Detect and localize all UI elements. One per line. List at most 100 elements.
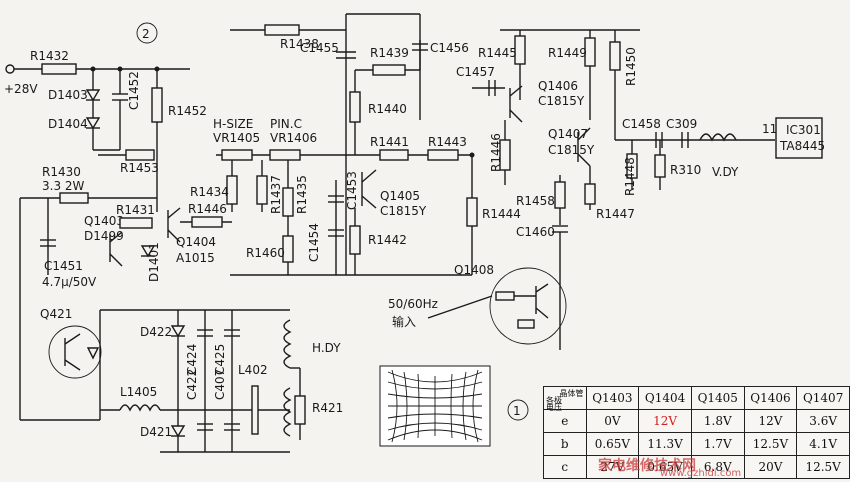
resistor-R1446-mid xyxy=(499,139,511,171)
resistor-R1447 xyxy=(584,183,596,205)
label-C1460: C1460 xyxy=(516,225,555,239)
label-C1454: C1454 xyxy=(307,223,321,262)
resistor-R310 xyxy=(654,154,666,178)
magnified-Q1408 xyxy=(489,267,567,345)
label-D1403: D1403 xyxy=(48,88,88,102)
label-R1446-mid: R1446 xyxy=(489,133,503,172)
label-C1457: C1457 xyxy=(456,65,495,79)
label-Q1408: Q1408 xyxy=(454,263,494,277)
label-R1443: R1443 xyxy=(428,135,467,149)
resistor-R1435 xyxy=(282,187,294,217)
table-cell: 27V xyxy=(585,455,640,479)
resistor-R1432 xyxy=(41,63,77,75)
label-R1453: R1453 xyxy=(120,161,159,175)
label-R1448: R1448 xyxy=(623,157,637,196)
label-C1458: C1458 xyxy=(622,117,661,131)
label-R1439: R1439 xyxy=(370,46,409,60)
resistor-R1444 xyxy=(466,197,478,227)
label-R1445: R1445 xyxy=(478,46,517,60)
label-H-SIZE: H-SIZE xyxy=(213,117,253,131)
figure-number-1-text: 1 xyxy=(513,404,521,418)
resistor-R421 xyxy=(294,395,306,425)
table-cell: 12V xyxy=(743,409,798,433)
resistor-R1442 xyxy=(349,225,361,255)
label-R1444: R1444 xyxy=(482,207,521,221)
label-C424: C424 xyxy=(185,344,199,375)
resistor-R1445 xyxy=(514,35,526,65)
label-C422: C422 xyxy=(185,369,199,400)
label-R1442: R1442 xyxy=(368,233,407,247)
resistor-R1449 xyxy=(584,37,596,67)
label-pin-11: 11 xyxy=(762,122,777,136)
potentiometer-VR1406 xyxy=(269,149,301,161)
table-cell: 12.5V xyxy=(796,455,850,479)
transistor-Q421 xyxy=(48,325,102,379)
table-cell: 20V xyxy=(743,455,798,479)
transistor-Q1405 xyxy=(361,169,377,209)
diode-D422 xyxy=(170,325,186,338)
label-R1447: R1447 xyxy=(596,207,635,221)
figure-number-1 xyxy=(507,399,529,421)
transistor-voltage-table: 晶体管 各极 电压 Q1403 Q1404 Q1405 Q1406 Q1407 … xyxy=(543,386,850,479)
transistor-Q1407 xyxy=(577,127,591,167)
label-Q1403: Q1403 xyxy=(84,214,124,228)
label-input: 输入 xyxy=(392,314,416,329)
table-cell: 1.7V xyxy=(690,432,745,456)
resistor-R1458 xyxy=(554,181,566,209)
label-Q1405: Q1405 xyxy=(380,189,420,203)
transistor-Q1404 xyxy=(167,207,181,243)
table-cell: 1.8V xyxy=(690,409,745,433)
watermark-text: 家电维修技术网 xyxy=(598,458,696,474)
column-header: Q1404 xyxy=(638,386,692,410)
table-row: b 0.65V 11.3V 1.7V 12.5V 4.1V xyxy=(543,432,850,456)
inductor-L1405 xyxy=(119,404,161,412)
label-Q1406-type: C1815Y xyxy=(538,94,585,108)
resistor-R1450 xyxy=(609,41,621,71)
label-R1430-value: 3.3 2W xyxy=(42,179,85,193)
table-cell: 0.65V xyxy=(585,432,640,456)
ic-IC301 xyxy=(775,117,823,159)
watermark-url: www.gzhidi.com xyxy=(660,468,742,479)
label-L1405: L1405 xyxy=(120,385,157,399)
resistor-R1443 xyxy=(427,149,459,161)
label-V-DY: V.DY xyxy=(712,165,739,179)
label-Q1407-type: C1815Y xyxy=(548,143,595,157)
supply-terminal xyxy=(5,64,15,74)
label-D1401: D1401 xyxy=(147,242,161,282)
label-R310: R310 xyxy=(670,163,701,177)
label-R1450: R1450 xyxy=(624,47,638,86)
label-R1441: R1441 xyxy=(370,135,409,149)
resistor-R1434 xyxy=(226,175,238,205)
label-PIN-C: PIN.C xyxy=(270,117,302,131)
corner-label-electrode: 各极 xyxy=(546,396,562,405)
label-R1440: R1440 xyxy=(368,102,407,116)
row-label: c xyxy=(543,455,587,479)
resistor-R1460 xyxy=(282,235,294,263)
label-frequency: 50/60Hz xyxy=(388,297,438,311)
corner-label-voltage: 电压 xyxy=(546,403,562,412)
resistor-R1453 xyxy=(125,149,155,161)
label-C1456: C1456 xyxy=(430,41,469,55)
column-header: Q1405 xyxy=(690,386,745,410)
raster-grid xyxy=(387,369,483,443)
label-IC301-type: TA8445 xyxy=(779,139,825,153)
label-H-DY: H.DY xyxy=(312,341,341,355)
label-Q1405-type: C1815Y xyxy=(380,204,427,218)
label-R1449: R1449 xyxy=(548,46,587,60)
label-Q421: Q421 xyxy=(40,307,72,321)
label-C1451: C1451 xyxy=(44,259,83,273)
label-C1451-value: 4.7μ/50V xyxy=(42,275,97,289)
resistor-R1446-left xyxy=(191,216,223,228)
resistor-R1440 xyxy=(349,91,361,123)
resistor-R1439 xyxy=(372,64,406,76)
table-cell: 0V xyxy=(585,409,640,433)
label-D1404: D1404 xyxy=(48,117,88,131)
label-L402: L402 xyxy=(238,363,268,377)
label-Q1406: Q1406 xyxy=(538,79,578,93)
label-C1452: C1452 xyxy=(127,71,141,110)
table-row: c 27V 0.65V 6.8V 20V 12.5V xyxy=(543,455,850,479)
column-header: Q1403 xyxy=(585,386,640,410)
label-Q1404: Q1404 xyxy=(176,235,216,249)
diode-D421 xyxy=(170,425,186,438)
